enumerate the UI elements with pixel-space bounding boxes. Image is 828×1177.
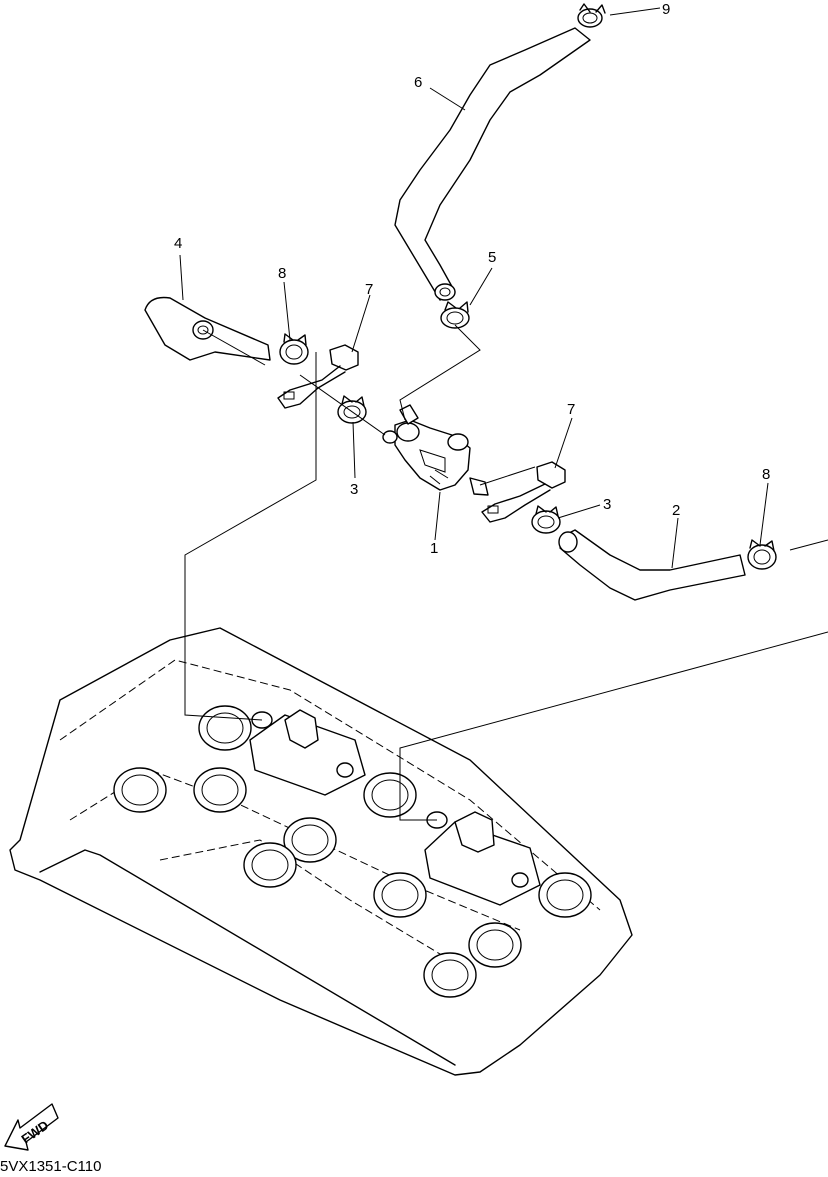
cylinder-head-cover (9, 627, 633, 1076)
callout-1: 1 (430, 540, 438, 557)
callout-9: 9 (662, 1, 670, 18)
callout-7-right: 7 (567, 401, 575, 418)
bracket-7-left (277, 344, 359, 409)
callout-6: 6 (414, 74, 422, 91)
hose-2 (558, 529, 746, 601)
callout-3-right: 3 (603, 496, 611, 513)
callout-4: 4 (174, 235, 182, 252)
callouts: 9 6 5 4 8 7 3 1 7 3 2 8 (174, 1, 770, 569)
callout-5: 5 (488, 249, 496, 266)
callout-7-left: 7 (365, 281, 373, 298)
callout-8-left: 8 (278, 265, 286, 282)
clamp-3-right (531, 505, 561, 534)
fwd-arrow-icon: FWD (4, 1103, 59, 1151)
callout-2: 2 (672, 502, 680, 519)
hose-4 (144, 296, 271, 361)
callout-8-right: 8 (762, 466, 770, 483)
callout-3-left: 3 (350, 481, 358, 498)
guide-lines (184, 324, 828, 821)
bracket-7-right (481, 461, 566, 523)
diagram-code: 5VX1351-C110 (0, 1158, 102, 1175)
clamp-8-right (747, 539, 777, 570)
clamp-9 (577, 3, 606, 28)
reed-valve-1 (382, 404, 489, 496)
hose-6 (394, 27, 591, 301)
clamp-5 (440, 301, 470, 329)
clamp-8-left (279, 333, 309, 365)
